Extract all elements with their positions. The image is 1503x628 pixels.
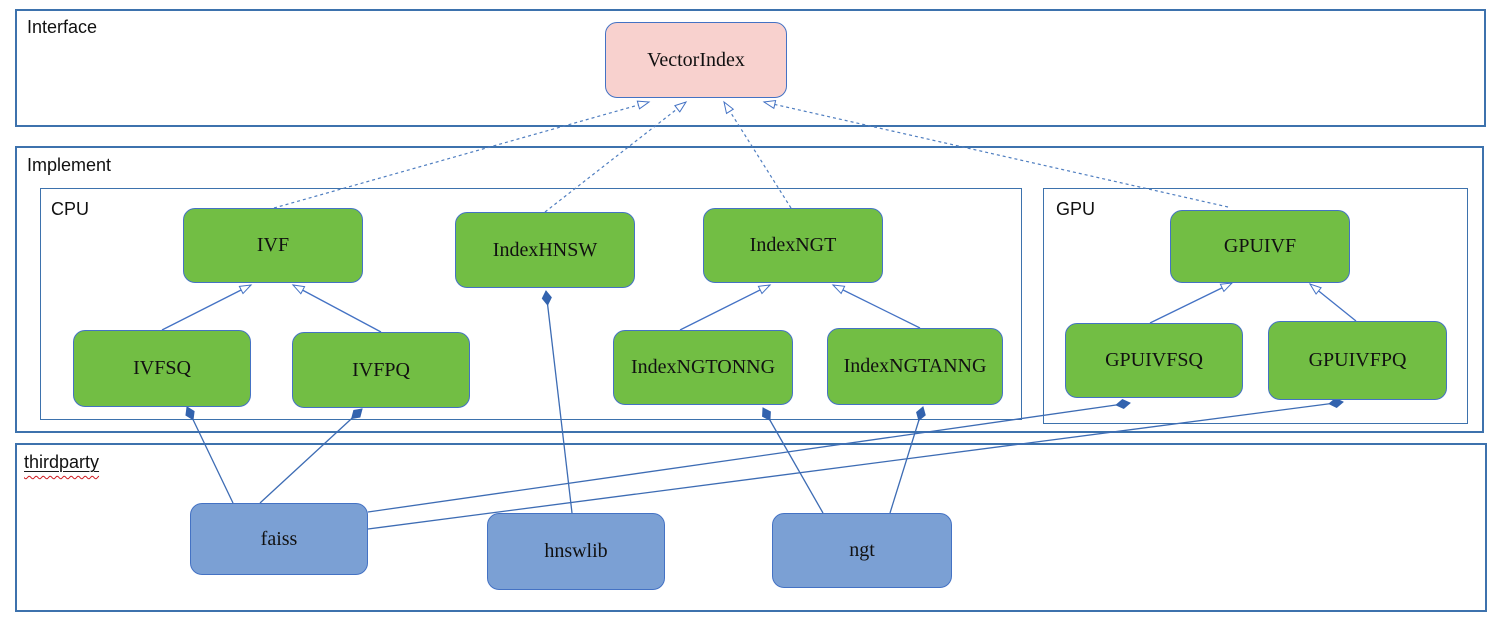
node-indexngt-label: IndexNGT <box>749 234 837 256</box>
edge-gpuivf-vectorindex <box>762 99 1229 208</box>
node-faiss-label: faiss <box>260 527 298 550</box>
edge-faiss-gpuivfsq <box>367 398 1131 513</box>
node-ivfpq-label: IVFPQ <box>352 358 410 381</box>
edge-gpuivfsq-gpuivf <box>1149 282 1234 324</box>
node-indexngtanng[interactable]: IndexNGTANNG <box>827 328 1003 405</box>
node-gpuivfpq-label: GPUIVFPQ <box>1308 349 1407 371</box>
node-hnswlib-label: hnswlib <box>544 540 608 562</box>
node-gpuivf-label: GPUIVF <box>1223 235 1297 257</box>
edge-ivfsq-ivf <box>161 284 253 331</box>
edge-indexngtanng-indexngt <box>831 284 921 329</box>
edge-hnswlib-indexhnsw <box>541 290 573 514</box>
node-hnswlib[interactable]: hnswlib <box>487 513 665 590</box>
node-ivf-label: IVF <box>256 234 290 256</box>
edge-gpuivfpq-gpuivf <box>1308 283 1357 322</box>
edge-ivf-vectorindex <box>273 100 651 209</box>
node-indexngtanng-label: IndexNGTANNG <box>843 355 987 377</box>
edge-indexhnsw-vectorindex <box>544 101 688 213</box>
node-indexhnsw-label: IndexHNSW <box>492 238 598 261</box>
edge-ngt-indexngtanng <box>889 406 926 514</box>
edge-faiss-ivfsq <box>185 406 234 504</box>
node-ivfsq[interactable]: IVFSQ <box>73 330 251 407</box>
node-ivf[interactable]: IVF <box>183 208 363 283</box>
node-indexngtonng-label: IndexNGTONNG <box>630 356 776 378</box>
implement-label: Implement <box>27 155 112 175</box>
node-ngt-label: ngt <box>849 539 875 561</box>
edge-ivfpq-ivf <box>291 284 382 333</box>
node-gpuivfsq-label: GPUIVFSQ <box>1105 349 1203 371</box>
edge-indexngt-vectorindex <box>723 100 792 209</box>
edge-indexngtonng-indexngt <box>679 284 772 331</box>
node-indexhnsw[interactable]: IndexHNSW <box>455 212 635 288</box>
edge-faiss-gpuivfpq <box>367 397 1344 530</box>
interface-label: Interface <box>27 17 98 37</box>
cpu-label: CPU <box>51 199 90 219</box>
node-gpuivf[interactable]: GPUIVF <box>1170 210 1350 283</box>
node-ivfsq-label: IVFSQ <box>133 357 191 379</box>
edge-faiss-ivfpq <box>259 408 363 504</box>
node-vectorindex[interactable]: VectorIndex <box>605 22 787 98</box>
node-vectorindex-label: VectorIndex <box>647 48 745 71</box>
thirdparty-label: thirdparty <box>24 452 100 472</box>
node-gpuivfsq[interactable]: GPUIVFSQ <box>1065 323 1243 398</box>
node-indexngtonng[interactable]: IndexNGTONNG <box>613 330 793 405</box>
node-gpuivfpq[interactable]: GPUIVFPQ <box>1268 321 1447 400</box>
node-ngt[interactable]: ngt <box>772 513 952 588</box>
gpu-label: GPU <box>1056 199 1096 219</box>
edge-ngt-indexngtonng <box>762 407 824 514</box>
node-indexngt[interactable]: IndexNGT <box>703 208 883 283</box>
node-faiss[interactable]: faiss <box>190 503 368 575</box>
node-ivfpq[interactable]: IVFPQ <box>292 332 470 408</box>
